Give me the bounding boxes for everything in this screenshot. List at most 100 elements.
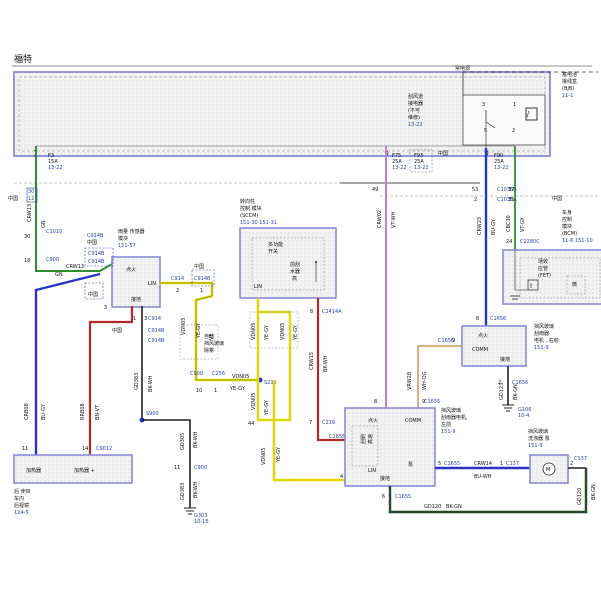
fuse-f93-label: F93 <box>414 153 423 159</box>
left-wiper-motor-label: 挡风玻璃 <box>441 407 461 414</box>
wire-label: VDN05 <box>181 318 187 335</box>
sccm-lin: LIN <box>254 284 262 290</box>
motor-icon: M <box>546 467 550 473</box>
bjb-label: 蓄电池 <box>562 71 577 78</box>
pin-label: 3 <box>104 305 107 311</box>
wire-yegy-outline <box>160 282 260 381</box>
connector-label: C1656 <box>438 338 454 344</box>
pin-label: 30 <box>24 234 30 240</box>
wire-bkwh <box>142 419 191 508</box>
pin-label: 9 <box>452 338 455 344</box>
pin-label: 35 <box>508 197 514 203</box>
bjb-label: (BJB) <box>562 86 574 92</box>
right-wiper-motor-gnd: 接地 <box>500 356 510 363</box>
connector-label: C914B <box>88 251 105 257</box>
pin-label: 1 <box>200 288 203 294</box>
fet-flag-label: 微 <box>572 281 577 288</box>
connector-label: C1656 <box>512 380 528 386</box>
right-wiper-motor-label: 电机 , 右前 <box>534 337 559 344</box>
wire-label: GD383 <box>180 483 186 500</box>
bcm-label: 模块 <box>562 223 572 230</box>
right-wiper-motor-comm: COMM <box>472 347 488 353</box>
connector-label: C1010 <box>46 229 62 235</box>
china-label: 中国 <box>552 195 562 202</box>
pin-label: 53 <box>472 187 478 193</box>
pin-label: 1 <box>214 388 217 394</box>
fuse-f3-label: F3 <box>48 153 54 159</box>
wire-bugy <box>34 272 101 458</box>
multi-switch-label: 多功能 <box>268 241 283 248</box>
fuse-f75-amp: 25A <box>392 159 402 165</box>
left-wiper-motor-lin: LIN <box>368 468 376 474</box>
left-wiper-motor-pump: 泵 <box>408 462 413 468</box>
switch-icon <box>315 261 317 263</box>
wire-yegy <box>272 380 345 482</box>
wire-label: RRB08 <box>80 403 86 420</box>
connector-label: C1656 <box>490 316 506 322</box>
bcm-label: 车身 <box>562 209 572 216</box>
wire-label: YE-GY <box>229 386 246 392</box>
connector-label: C1035A <box>497 197 517 203</box>
heated-mirror-label: 后视镜 <box>14 502 29 509</box>
pin-label: 8 <box>374 399 377 405</box>
pin-label: 24 <box>506 239 512 245</box>
right-wiper-motor-box <box>461 325 527 367</box>
wire-label: VE <box>209 333 215 340</box>
wire-bnvt <box>88 306 134 458</box>
wire-label: BK-WH <box>193 431 199 448</box>
pin-label: 4 <box>340 474 343 480</box>
heated-mirror-ref: 124-5 <box>14 510 29 516</box>
connector-label: C900 <box>194 465 207 471</box>
fet-icon <box>527 279 539 291</box>
right-wiper-motor-label: 挡风玻璃 <box>534 323 554 330</box>
wire-label: CRW23 <box>477 217 483 235</box>
wire-label: BU-GY <box>41 403 47 420</box>
wire-label: BK-WH <box>148 375 154 392</box>
left-wiper-motor-box <box>344 407 436 487</box>
wash-label: 自动 <box>204 333 214 340</box>
pin-label: 37 <box>508 187 514 193</box>
fuse-f3-ref: 13-22 <box>48 165 63 171</box>
ground-label: G303 <box>194 513 207 519</box>
wire-label: BK-WH <box>323 355 329 372</box>
sccm-label: 控制 模块 <box>240 205 262 212</box>
pin-label: 12 <box>28 196 34 202</box>
pin-label: 1 <box>133 316 136 322</box>
left-wiper-motor-ign: 点火 <box>368 418 378 424</box>
relay-ref: 13-22 <box>408 122 423 128</box>
left-wiper-motor-comm: COMM <box>405 418 421 424</box>
fet-label: (FET) <box>538 273 551 279</box>
wiper-switch-label: 前刮 <box>290 261 300 268</box>
pin-label: 14 <box>82 446 88 452</box>
heated-mirror-label: 后 使目 <box>14 488 31 495</box>
right-wiper-motor-label: 刮雨器 <box>534 330 549 337</box>
pin-label: 2 <box>570 461 573 467</box>
wire-label: CRW13 <box>27 204 33 222</box>
wash-label: 除雾 <box>204 347 214 354</box>
brand-title: 福特 <box>14 53 32 65</box>
bcm-box <box>502 249 601 305</box>
splice-label: S900 <box>146 411 159 417</box>
pin-label: 8 <box>310 309 313 315</box>
wiper-switch-label: 水器 <box>290 268 300 275</box>
wire-label: BU-WH <box>474 474 492 480</box>
washer-pump-label: 洗涤器 泵 <box>528 435 550 442</box>
connector-label: C2414A <box>322 309 342 315</box>
sccm-ref: 151-30 151-31 <box>240 220 277 226</box>
china-label: 中国 <box>8 195 18 202</box>
pin-label: 9 <box>422 399 425 405</box>
heated-mirror-label: 车内 <box>14 495 24 502</box>
connector-label: C137 <box>574 456 587 462</box>
wash-box <box>179 324 219 360</box>
connector-label: C1035B <box>497 187 517 193</box>
wire-label: GN <box>55 272 63 278</box>
wire-bcm-internal <box>514 250 528 291</box>
left-wiper-motor-gnd: 接地 <box>380 475 390 482</box>
heater-label: 加热器 + <box>74 467 95 474</box>
wire-label: YE-GY <box>293 324 299 341</box>
fuse-f93-amp: 25A <box>414 159 424 165</box>
pin-label: 44 <box>248 421 254 427</box>
pin-label: 2 <box>498 380 501 386</box>
wire-label: VRW28 <box>407 372 413 390</box>
wire-crw15 <box>316 298 350 442</box>
